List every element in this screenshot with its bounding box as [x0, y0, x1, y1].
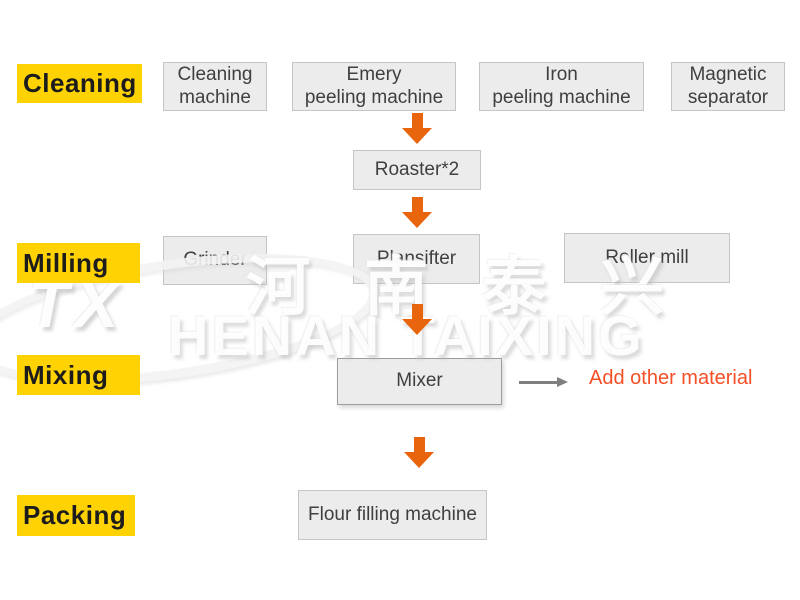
note-add-other-material: Add other material [589, 367, 753, 389]
box-roaster: Roaster*2 [353, 150, 481, 190]
arrow-down-icon-roaster-to-milling [402, 197, 432, 228]
box-flour-filling-machine: Flour filling machine [298, 490, 487, 540]
stage-label-mixing: Mixing [17, 355, 140, 395]
box-magnetic-separator: Magnetic separator [671, 62, 785, 111]
stage-label-milling: Milling [17, 243, 140, 283]
box-plansifter: Plansifter [353, 234, 480, 284]
stage-label-packing: Packing [17, 495, 135, 536]
box-roller-mill: Roller mill [564, 233, 730, 283]
arrow-down-icon-cleaning-to-roaster [402, 113, 432, 144]
box-mixer: Mixer [337, 358, 502, 405]
box-emery-peeling-machine: Emery peeling machine [292, 62, 456, 111]
arrow-right-icon-mixer-note [519, 377, 569, 388]
box-iron-peeling-machine: Iron peeling machine [479, 62, 644, 111]
stage-label-cleaning: Cleaning [17, 64, 142, 103]
arrow-down-icon-mixing-to-packing [404, 437, 434, 468]
arrow-down-icon-milling-to-mixing [402, 304, 432, 335]
box-cleaning-machine: Cleaning machine [163, 62, 267, 111]
box-grinder: Grinder [163, 236, 267, 285]
